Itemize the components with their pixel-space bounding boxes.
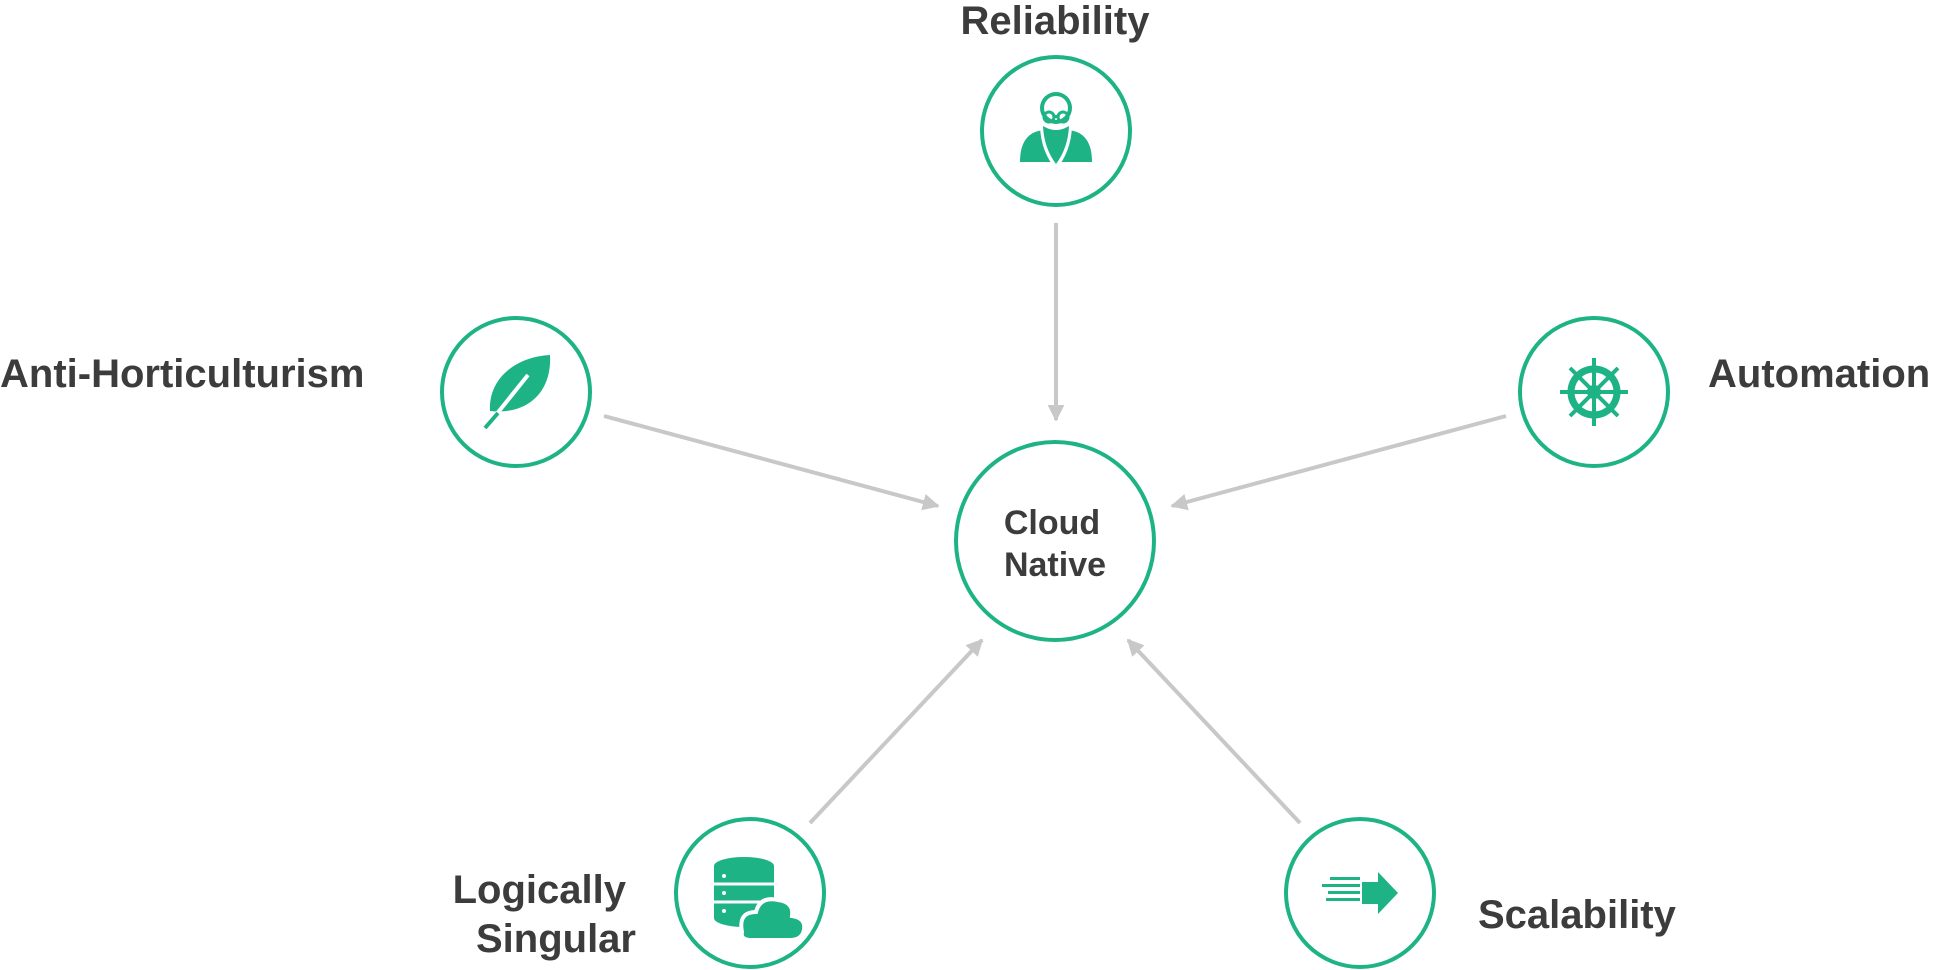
node-label-logically-singular-line1: Logically [453, 868, 627, 912]
arrow-logically-singular-to-center [808, 638, 984, 825]
node-anti-horticulturism: Anti-Horticulturism [0, 316, 592, 468]
arrows [603, 223, 1507, 825]
arrow-automation-to-center [1170, 414, 1507, 511]
node-label-anti-horticulturism: Anti-Horticulturism [0, 352, 364, 396]
node-scalability: Scalability [1284, 817, 1677, 969]
node-label-reliability: Reliability [961, 0, 1151, 43]
node-logically-singular: Logically Singular [453, 817, 826, 969]
node-reliability: Reliability [961, 0, 1151, 207]
ship-wheel-icon [1560, 358, 1628, 426]
center-label-line1: Cloud [1004, 504, 1100, 542]
center-circle [954, 440, 1156, 642]
arrow-scalability-to-center [1126, 638, 1302, 825]
center-node: Cloud Native [954, 440, 1156, 642]
center-label-line2: Native [1004, 546, 1106, 584]
bearded-sage-icon [1020, 92, 1092, 170]
node-label-scalability: Scalability [1478, 893, 1677, 937]
speed-arrow-icon [1322, 872, 1398, 914]
arrow-anti-horticulturism-to-center [603, 414, 940, 511]
node-label-logically-singular-line2: Singular [476, 917, 636, 961]
node-automation: Automation [1518, 316, 1930, 468]
node-label-automation: Automation [1708, 352, 1930, 396]
database-cloud-icon [714, 857, 807, 942]
leaf-icon [483, 355, 551, 430]
